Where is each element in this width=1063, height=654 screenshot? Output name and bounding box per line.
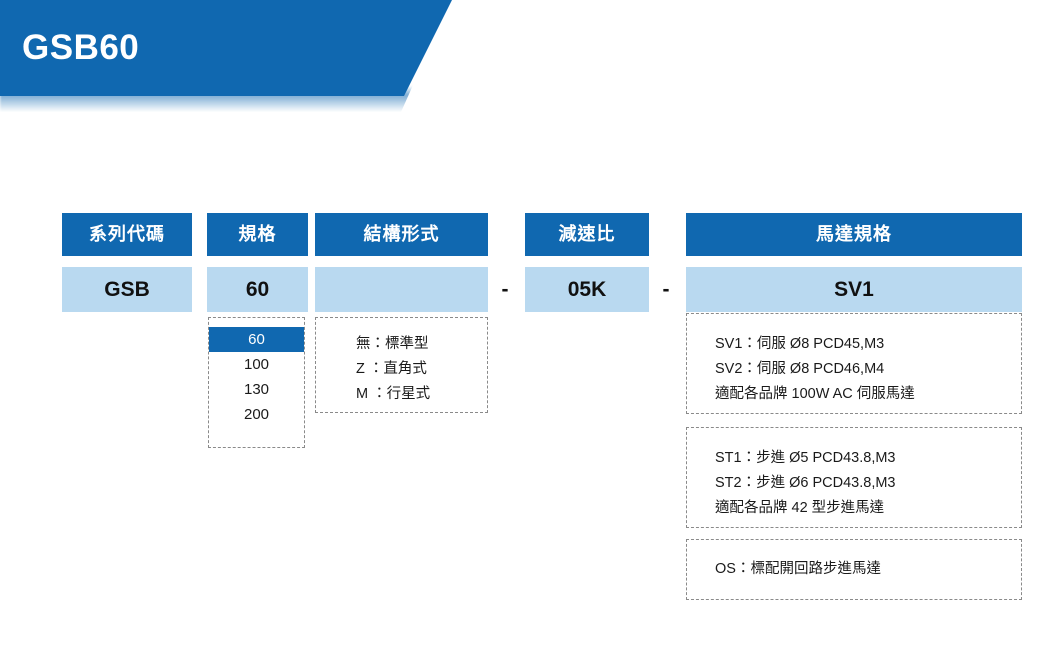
column-header-spec: 規格	[207, 213, 308, 256]
column-header-structure-type: 結構形式	[315, 213, 488, 256]
motor-options-box-openloop: OS：標配開回路步進馬達	[686, 539, 1022, 600]
column-value-spec[interactable]: 60	[207, 267, 308, 312]
motor-options-box-servo: SV1：伺服 Ø8 PCD45,M3 SV2：伺服 Ø8 PCD46,M4 適配…	[686, 313, 1022, 414]
column-structure-type: 結構形式	[315, 213, 488, 312]
column-series-code: 系列代碼 GSB	[62, 213, 192, 312]
banner-shape	[0, 0, 452, 96]
motor-option-st1: ST1：步進 Ø5 PCD43.8,M3	[715, 450, 896, 466]
spec-option-200[interactable]: 200	[243, 406, 270, 423]
motor-option-os: OS：標配開回路步進馬達	[715, 561, 881, 577]
structure-option-standard: 無：標準型	[356, 336, 429, 352]
column-spec: 規格 60	[207, 213, 308, 312]
spec-option-100[interactable]: 100	[243, 356, 270, 373]
separator-dash-2: -	[662, 278, 670, 301]
motor-option-stepper-note: 適配各品牌 42 型步進馬達	[715, 500, 885, 516]
structure-options-box: 無：標準型 Z ：直角式 M ：行星式	[315, 317, 488, 413]
model-code-table: 系列代碼 GSB 規格 60 結構形式 - 減速比 05K - 馬達規格 SV1	[62, 213, 1022, 313]
column-value-structure-type[interactable]	[315, 267, 488, 312]
column-header-motor-spec: 馬達規格	[686, 213, 1022, 256]
separator-dash-1: -	[501, 278, 509, 301]
motor-option-st2: ST2：步進 Ø6 PCD43.8,M3	[715, 475, 896, 491]
spec-option-130[interactable]: 130	[243, 381, 270, 398]
page-title: GSB60	[22, 28, 140, 67]
motor-options-box-stepper: ST1：步進 Ø5 PCD43.8,M3 ST2：步進 Ø6 PCD43.8,M…	[686, 427, 1022, 528]
spec-option-60[interactable]: 60	[209, 327, 304, 352]
column-value-series-code[interactable]: GSB	[62, 267, 192, 312]
spec-options-box: 60 100 130 200	[208, 317, 305, 448]
motor-option-sv2: SV2：伺服 Ø8 PCD46,M4	[715, 361, 885, 377]
structure-option-planetary: M ：行星式	[356, 386, 431, 402]
motor-option-sv1: SV1：伺服 Ø8 PCD45,M3	[715, 336, 885, 352]
column-reduction-ratio: 減速比 05K	[525, 213, 649, 312]
column-header-reduction-ratio: 減速比	[525, 213, 649, 256]
column-header-series-code: 系列代碼	[62, 213, 192, 256]
page-header-banner: GSB60	[0, 0, 470, 115]
column-value-reduction-ratio[interactable]: 05K	[525, 267, 649, 312]
structure-option-right-angle: Z ：直角式	[356, 361, 427, 377]
column-value-motor-spec[interactable]: SV1	[686, 267, 1022, 312]
column-motor-spec: 馬達規格 SV1	[686, 213, 1022, 312]
motor-option-servo-note: 適配各品牌 100W AC 伺服馬達	[715, 386, 915, 402]
